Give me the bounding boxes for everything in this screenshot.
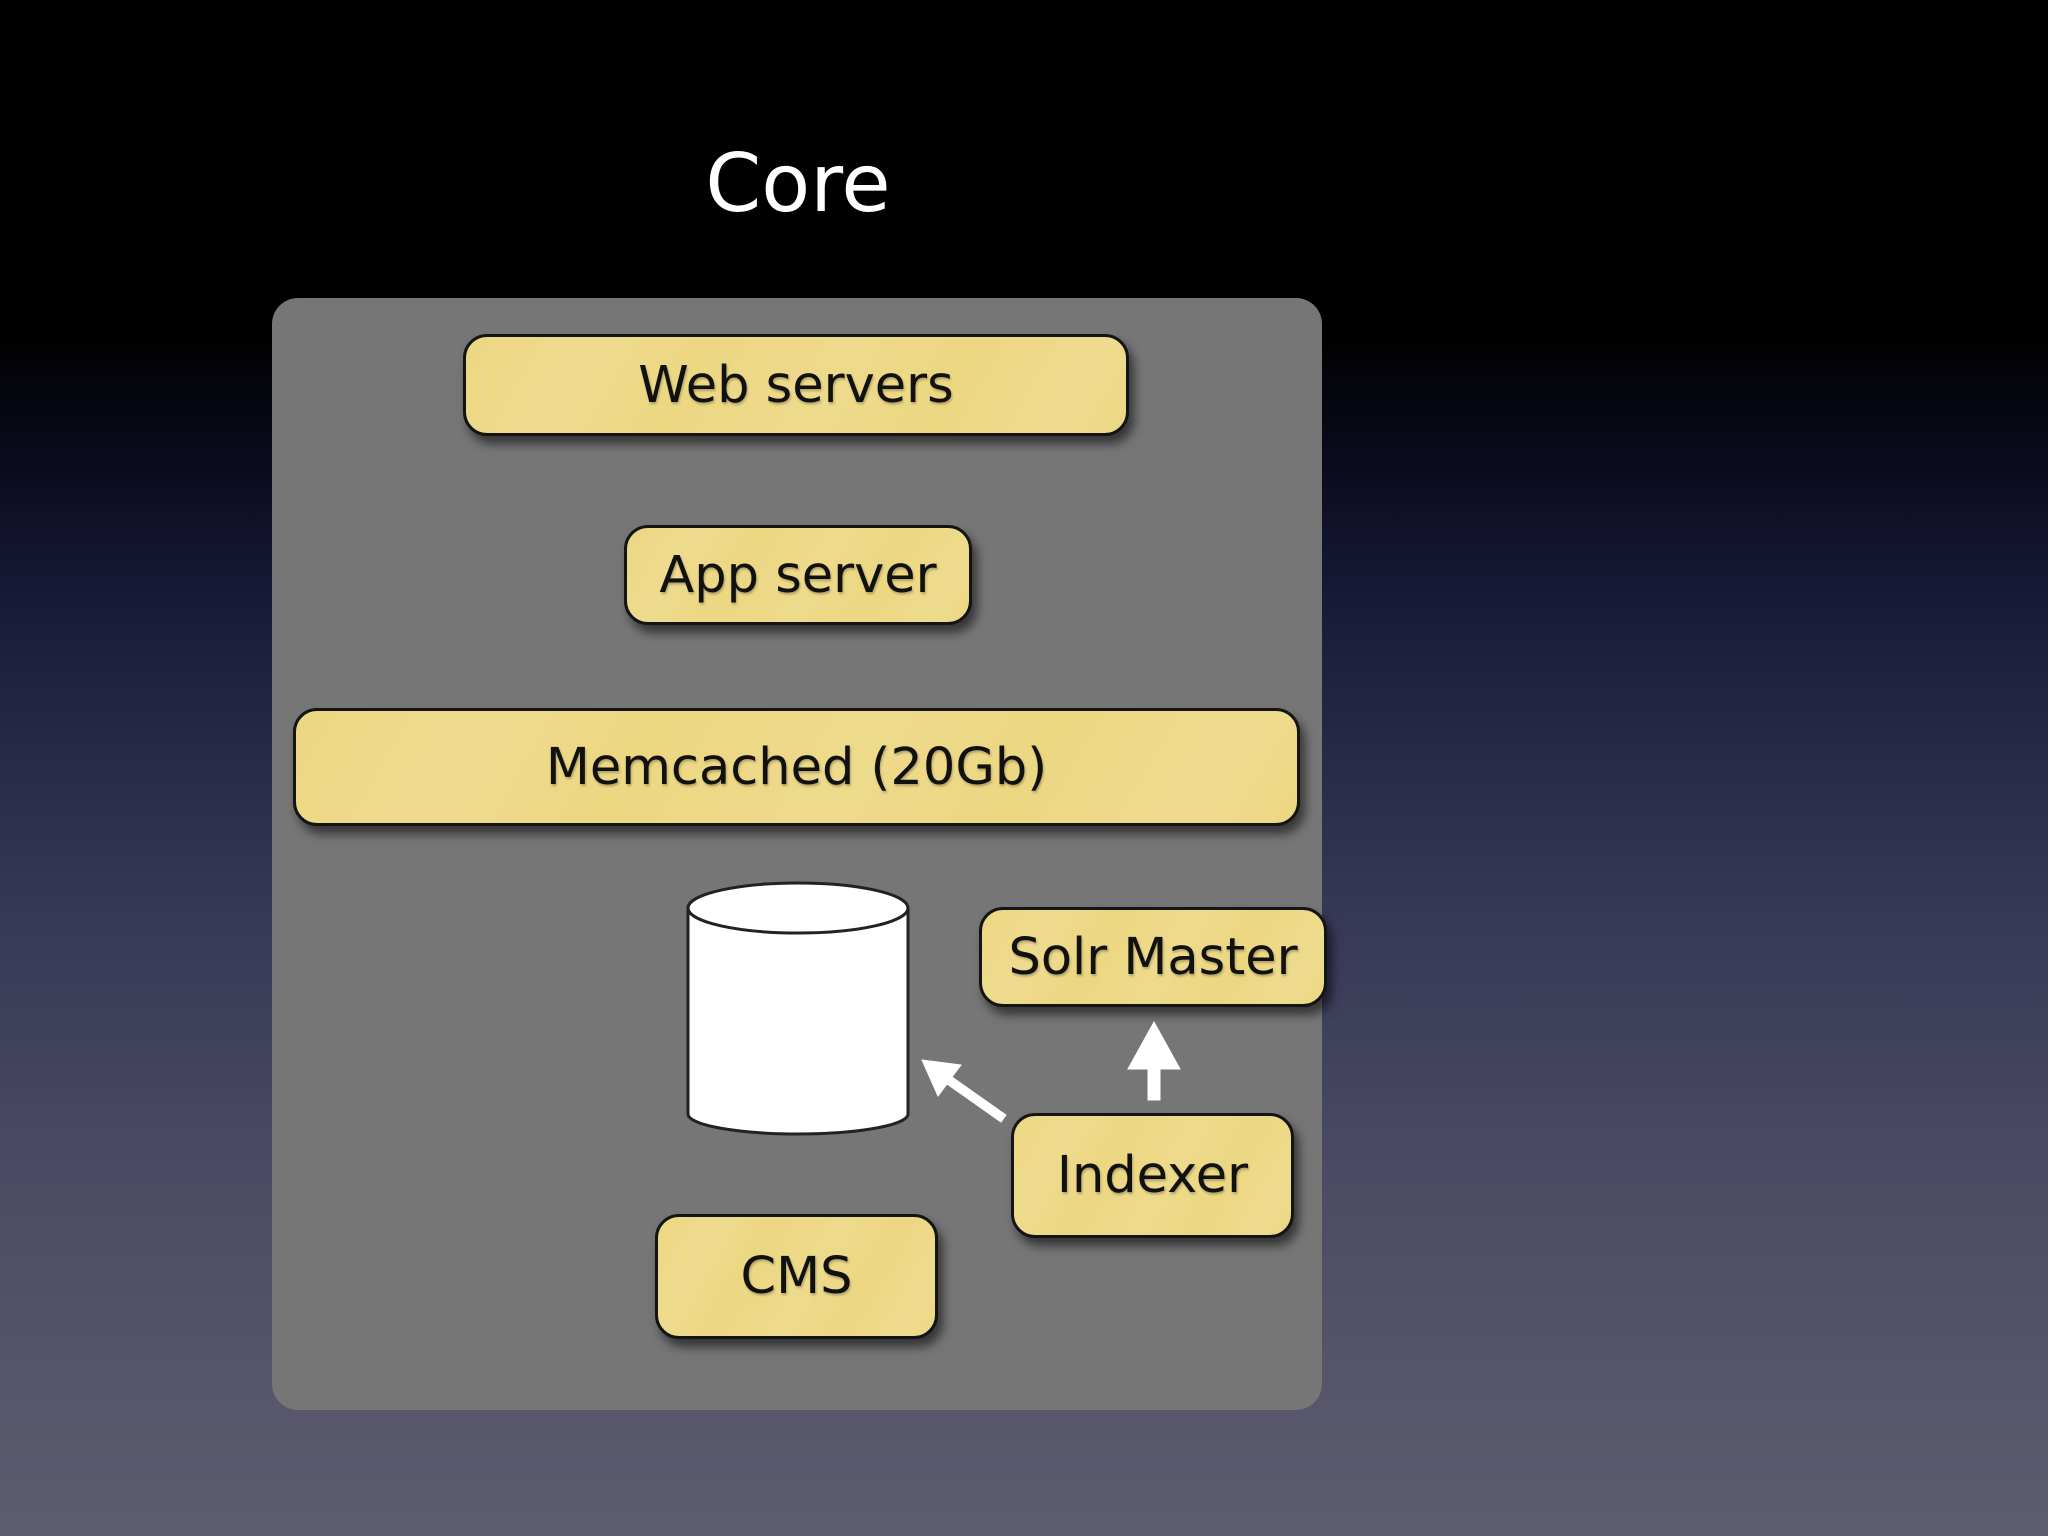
slide-title: Core	[705, 137, 891, 230]
cms-node: CMS	[655, 1214, 938, 1339]
solr-master-node: Solr Master	[979, 907, 1327, 1007]
indexer-node: Indexer	[1011, 1113, 1294, 1238]
web-servers-node: Web servers	[463, 334, 1129, 436]
app-server-node: App server	[624, 525, 972, 625]
memcached-node: Memcached (20Gb)	[293, 708, 1300, 826]
